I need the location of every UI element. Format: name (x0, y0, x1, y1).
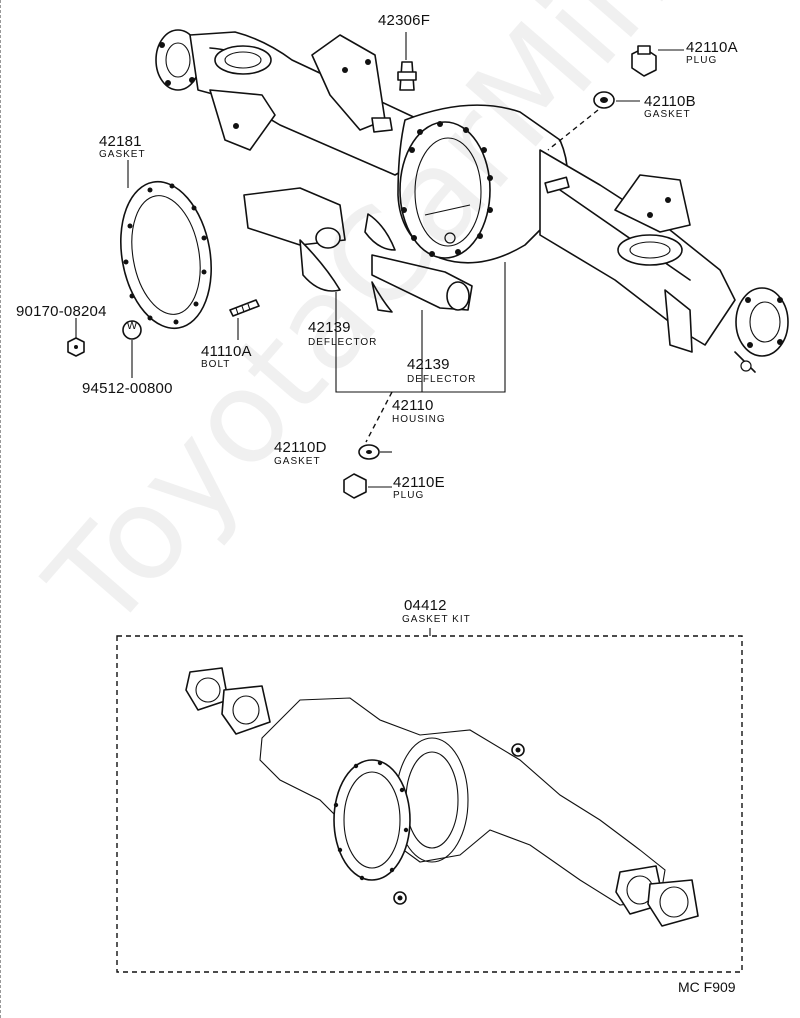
nut-part[interactable] (67, 337, 85, 357)
gasket-kit-illustration[interactable] (185, 667, 699, 927)
axle-housing-illustration[interactable] (155, 29, 789, 373)
part-number-label: 42139 (407, 356, 450, 373)
part-number-label: 42110 (392, 397, 434, 414)
part-number-label: 42306F (378, 12, 431, 29)
deflector-right-part[interactable] (364, 213, 473, 313)
part-name-label: DEFLECTOR (407, 374, 477, 385)
carrier-cover-gasket-part[interactable] (110, 174, 222, 335)
part-number-label: 42110A (686, 39, 738, 56)
stud-bolt-part[interactable] (229, 299, 260, 317)
part-number-label: 41110A (201, 343, 252, 360)
part-name-label: GASKET (644, 109, 691, 120)
washer-part[interactable] (122, 320, 142, 340)
leader-lines (75, 32, 684, 636)
plug-gasket-part[interactable] (593, 91, 615, 109)
drain-plug-gasket-part[interactable] (358, 444, 380, 460)
part-number-label: 90170-08204 (16, 303, 107, 320)
part-number-label: 94512-00800 (82, 380, 173, 397)
part-number-label: 42181 (99, 133, 142, 150)
filler-plug-part[interactable] (631, 45, 657, 77)
part-name-label: DEFLECTOR (308, 337, 378, 348)
part-name-label: BOLT (201, 359, 231, 370)
part-name-label: PLUG (393, 490, 425, 501)
deflector-left-part[interactable] (243, 187, 346, 292)
breather-plug-part[interactable] (397, 61, 417, 91)
part-number-label: 42110B (644, 93, 696, 110)
drain-plug-part[interactable] (343, 473, 367, 499)
part-number-label: 42139 (308, 319, 351, 336)
kit-number-label: 04412 (404, 597, 447, 614)
gasket-kit-boundary (116, 635, 743, 973)
page-margin-guide (0, 0, 5, 1018)
part-name-label: PLUG (686, 55, 718, 66)
part-number-label: 42110E (393, 474, 445, 491)
part-number-label: 42110D (274, 439, 327, 456)
figure-code-label: MC F909 (678, 979, 736, 995)
kit-name-label: GASKET KIT (402, 614, 471, 625)
part-name-label: GASKET (99, 149, 146, 160)
part-name-label: GASKET (274, 456, 321, 467)
part-name-label: HOUSING (392, 414, 446, 425)
washer-mark-label: W (126, 320, 138, 332)
